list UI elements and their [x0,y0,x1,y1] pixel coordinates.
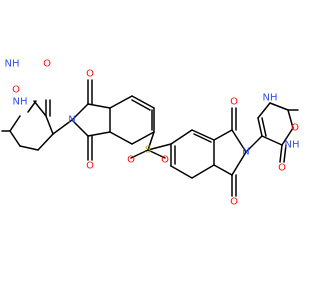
atom-label-n: NH [285,140,300,151]
bonds [1,79,299,197]
bond [27,100,37,113]
atom-label-o: O [43,59,51,70]
atom-label-s: S [145,145,151,156]
bond [261,135,283,146]
label-mask [6,58,18,70]
bond [147,131,155,151]
bond [170,129,193,145]
bond [37,133,54,151]
atom-label-o: O [86,69,94,80]
atom-label-o: O [127,155,135,166]
bond [245,135,263,153]
bond [9,115,21,132]
atom-label-n: N [68,115,75,126]
bond [147,149,166,159]
bond [257,102,271,119]
bond [87,131,111,137]
molecule-diagram: NH O O NH N O O S O O O O N NH O O NH [1,58,300,208]
bond [131,99,151,111]
bond [147,143,172,151]
bond [87,103,111,109]
atom-label-o: O [291,123,299,134]
bond [9,130,21,147]
atom-label-n: NH [5,59,20,70]
bond [269,102,289,111]
bond [281,127,294,146]
bond [131,95,155,109]
atom-label-n: NH [263,93,278,104]
bond [283,144,287,163]
bond [231,151,247,176]
atom-label-o: O [86,161,94,172]
bond [109,95,133,109]
atom-labels: NH O O NH N O O S O O O O N NH O O NH [5,58,300,208]
bond [130,149,149,159]
bond [213,164,233,176]
structure-drawing: NH O O NH N O O S O O O O N NH O O NH [1,58,300,208]
bond [45,115,54,135]
bond [109,131,133,145]
bond [131,131,155,145]
atom-label-n: N [242,147,249,158]
atom-label-n: NH [13,97,28,108]
bond [231,129,247,153]
atom-label-o: O [278,163,286,174]
bond [19,145,39,151]
bond [33,100,47,117]
atom-label-o: O [161,155,169,166]
bond [213,129,233,141]
bond [257,117,263,137]
bond [287,109,294,129]
bond [170,165,193,179]
atom-label-o: O [230,197,238,208]
atom-label-o: O [230,97,238,108]
bond [279,144,283,163]
bond [71,103,89,121]
bond [71,119,89,137]
bond [191,129,215,141]
bond [261,117,267,137]
bond [193,133,212,143]
atom-label-o: O [12,85,20,96]
bond [52,119,73,135]
bond [191,164,215,179]
